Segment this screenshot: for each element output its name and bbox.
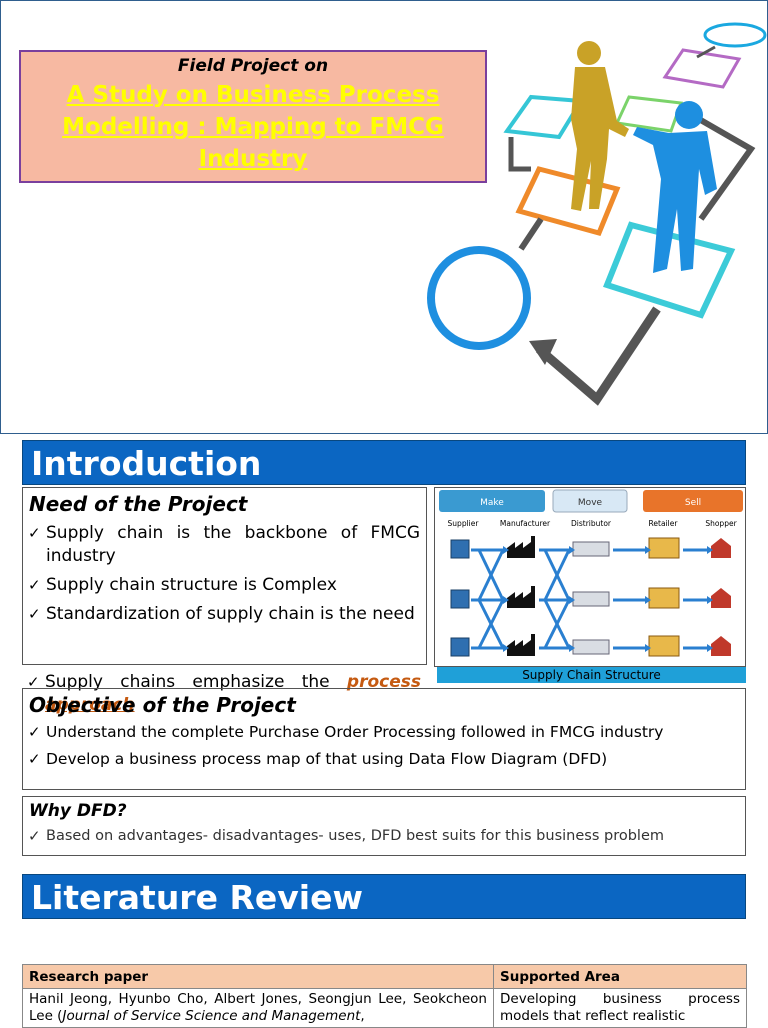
flow-arrowhead: [569, 644, 575, 652]
factory-icon: [507, 586, 535, 608]
column-supported-area: Supported Area: [493, 964, 747, 989]
introduction-heading: Introduction: [22, 440, 746, 485]
table-header-row: Research paper Supported Area: [22, 964, 747, 989]
role-manufacturer: Manufacturer: [500, 519, 551, 528]
factory-icon: [507, 634, 535, 656]
title-slide: Field Project on A Study on Business Pro…: [0, 0, 768, 434]
store-icon: [648, 587, 680, 609]
why-dfd-bullet: ✓Based on advantages- disadvantages- use…: [23, 825, 745, 848]
check-icon: ✓: [28, 605, 41, 623]
flow-arrowhead: [645, 596, 651, 604]
handshake-process-illustration: [427, 22, 767, 406]
need-bullet: ✓Supply chain structure is Complex: [28, 575, 337, 595]
flow-arrowhead: [645, 546, 651, 554]
objective-bullet: ✓Develop a business process map of that …: [23, 748, 745, 771]
flow-arrowhead: [707, 644, 713, 652]
supply-chain-caption: Supply Chain Structure: [437, 667, 746, 683]
field-project-label: Field Project on: [177, 56, 329, 76]
process-approach-link[interactable]: process approach: [45, 672, 421, 715]
objective-box: Objective of the Project ✓Understand the…: [22, 688, 746, 790]
cross-flow-arrow: [477, 599, 505, 649]
supplier-icon: [450, 637, 470, 657]
cross-flow-arrow: [543, 549, 571, 601]
factory-icon: [507, 536, 535, 558]
role-shopper: Shopper: [705, 519, 737, 528]
truck-icon: [572, 639, 610, 655]
literature-table: Research paper Supported Area Hanil Jeon…: [22, 964, 747, 1028]
truck-icon: [572, 591, 610, 607]
house-icon: [711, 538, 731, 558]
table-row: Hanil Jeong, Hyunbo Cho, Albert Jones, S…: [22, 988, 747, 1028]
process-approach-bullet: ✓ Supply chains emphasize the process ap…: [27, 672, 421, 715]
house-icon: [711, 588, 731, 608]
supported-area-cell: Developing business process models that …: [493, 988, 747, 1028]
flow-arrowhead: [707, 596, 713, 604]
title-box: Field Project on A Study on Business Pro…: [19, 50, 487, 183]
flow-arrowhead: [569, 596, 575, 604]
project-title: A Study on Business Process Modelling : …: [62, 82, 444, 172]
need-of-project-box: Need of the Project ✓Supply chain is the…: [22, 487, 427, 665]
need-heading: Need of the Project: [29, 492, 248, 516]
check-icon: ✓: [28, 750, 41, 768]
need-bullet: ✓Supply chain is the backbone of FMCG in…: [28, 523, 420, 566]
check-icon: ✓: [27, 673, 40, 691]
role-distributor: Distributor: [571, 519, 612, 528]
column-research-paper: Research paper: [22, 964, 494, 989]
stage-sell: Sell: [685, 498, 701, 508]
flow-arrowhead: [569, 546, 575, 554]
house-icon: [711, 636, 731, 656]
store-icon: [648, 635, 680, 657]
check-icon: ✓: [28, 524, 41, 542]
supplier-icon: [450, 589, 470, 609]
truck-icon: [572, 541, 610, 557]
supplier-icon: [450, 539, 470, 559]
cross-flow-arrow: [477, 549, 505, 601]
check-icon: ✓: [28, 576, 41, 594]
research-paper-cell: Hanil Jeong, Hyunbo Cho, Albert Jones, S…: [22, 988, 494, 1028]
literature-review-heading: Literature Review: [22, 874, 746, 919]
objective-heading: Objective of the Project: [29, 693, 296, 717]
stage-make: Make: [480, 498, 504, 508]
store-icon: [648, 537, 680, 559]
flow-arrowhead: [645, 644, 651, 652]
stage-move: Move: [578, 498, 603, 508]
cross-flow-arrow: [543, 599, 571, 649]
objective-bullet: ✓Understand the complete Purchase Order …: [23, 721, 745, 744]
check-icon: ✓: [28, 723, 41, 741]
flow-arrowhead: [503, 546, 509, 554]
supply-chain-diagram: Make Move Sell Supplier Manufacturer Dis…: [434, 487, 746, 667]
why-dfd-heading: Why DFD?: [29, 801, 127, 821]
flow-arrowhead: [707, 546, 713, 554]
role-retailer: Retailer: [649, 519, 679, 528]
why-dfd-box: Why DFD? ✓Based on advantages- disadvant…: [22, 796, 746, 856]
flow-arrowhead: [503, 644, 509, 652]
check-icon: ✓: [28, 827, 41, 845]
need-bullet: ✓Standardization of supply chain is the …: [28, 604, 415, 624]
role-supplier: Supplier: [448, 519, 480, 528]
flow-arrowhead: [503, 596, 509, 604]
